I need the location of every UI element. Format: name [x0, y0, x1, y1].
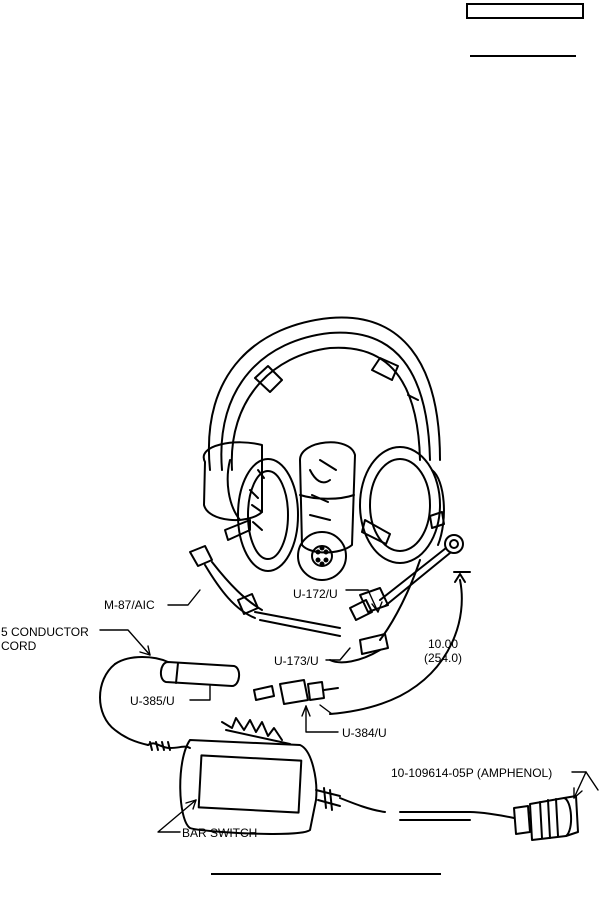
u385-plug — [114, 656, 240, 687]
footer-rule — [211, 873, 441, 875]
label-connector: 10-109614-05P (AMPHENOL) — [391, 766, 552, 780]
label-u384: U-384/U — [342, 726, 387, 740]
connector-cable — [399, 811, 515, 821]
label-u172: U-172/U — [293, 587, 338, 601]
callout-labels: M-87/AIC U-172/U U-173/U 5 CONDUCTOR COR… — [1, 587, 552, 840]
headband — [207, 316, 441, 471]
label-m87: M-87/AIC — [104, 598, 155, 612]
u384-plug — [253, 679, 339, 705]
header-box — [466, 3, 584, 19]
left-earcup — [202, 441, 299, 572]
right-earcup — [359, 446, 445, 564]
label-dim-in: 10.00 — [428, 637, 458, 651]
label-u385: U-385/U — [130, 694, 175, 708]
earphone-element — [297, 531, 347, 581]
label-bar-switch: BAR SWITCH — [182, 826, 257, 840]
label-u173: U-173/U — [274, 654, 319, 668]
microphone-boom — [189, 534, 464, 637]
label-cord-line2: CORD — [1, 639, 37, 653]
header-rule — [470, 55, 576, 57]
bar-switch-housing — [179, 717, 386, 835]
center-ear-seal — [299, 441, 356, 554]
amphenol-connector — [513, 795, 579, 841]
label-dim-mm: (254.0) — [424, 651, 462, 665]
headset-cords — [329, 559, 421, 664]
dimension-arc — [329, 571, 471, 715]
leader-lines — [99, 589, 599, 833]
label-cord-line1: 5 CONDUCTOR — [1, 625, 89, 639]
